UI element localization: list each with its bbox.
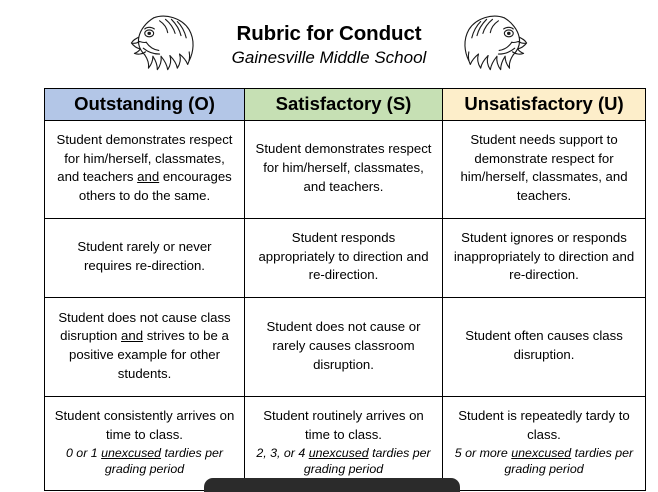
cell-text: Student consistently arrives on time to … (54, 408, 235, 442)
cell-text: Student does not cause or rarely causes … (266, 319, 421, 372)
cell-text: Student ignores or responds inappropriat… (453, 229, 635, 283)
cell-respect-outstanding: Student demonstrates respect for him/her… (44, 120, 245, 219)
cell-text-pre: Student does not cause class disruption (58, 309, 231, 344)
cell-tardies-outstanding: Student consistently arrives on time to … (44, 396, 245, 492)
cell-text: Student is repeatedly tardy to class. (458, 408, 630, 442)
subtext-post: tardies per grading period (504, 445, 634, 477)
subtext-post: tardies per grading period (104, 445, 224, 477)
table-row: Student demonstrates respect for him/her… (44, 120, 646, 219)
cell-text-post: encourages others to do the same. (78, 169, 232, 204)
cell-subtext: 2, 3, or 4 unexcused tardies per grading… (253, 445, 434, 479)
cell-text: Student responds appropriately to direct… (258, 229, 429, 283)
cell-subtext: 5 or more unexcused tardies per grading … (451, 445, 637, 479)
cell-text-underlined: and (137, 169, 160, 185)
cell-redirection-unsatisfactory: Student ignores or responds inappropriat… (442, 217, 646, 299)
cell-text: Student needs support to demonstrate res… (460, 132, 628, 204)
title-block: Rubric for Conduct Gainesville Middle Sc… (211, 16, 447, 71)
rubric-table: Outstanding (O) Satisfactory (S) Unsatis… (44, 88, 646, 492)
cell-disruption-satisfactory: Student does not cause or rarely causes … (244, 297, 443, 398)
eagle-head-icon (127, 4, 201, 82)
page-subtitle: Gainesville Middle School (231, 48, 427, 68)
cell-text: Student demonstrates respect for him/her… (255, 141, 432, 194)
subtext-pre: 5 or more (454, 445, 512, 460)
column-header-outstanding: Outstanding (O) (44, 88, 245, 121)
cell-tardies-satisfactory: Student routinely arrives on time to cla… (244, 396, 443, 492)
cell-tardies-unsatisfactory: Student is repeatedly tardy to class. 5 … (442, 396, 646, 492)
cell-text-underlined: and (121, 328, 144, 344)
cell-redirection-outstanding: Student rarely or never requires re-dire… (44, 217, 245, 299)
cell-text: Student often causes class disruption. (465, 328, 623, 363)
column-header-satisfactory: Satisfactory (S) (244, 88, 443, 121)
cell-text-post: strives to be a positive example for oth… (69, 328, 229, 381)
subtext-underlined: unexcused (511, 445, 572, 460)
cell-text: Student routinely arrives on time to cla… (263, 408, 424, 442)
subtext-underlined: unexcused (101, 445, 162, 460)
bottom-overlay-bar (204, 478, 460, 492)
cell-text-pre: Student demonstrates respect for him/her… (56, 132, 233, 185)
subtext-underlined: unexcused (308, 445, 369, 460)
cell-respect-satisfactory: Student demonstrates respect for him/her… (244, 120, 443, 219)
subtext-pre: 2, 3, or 4 (256, 445, 309, 460)
table-row: Student rarely or never requires re-dire… (44, 217, 646, 299)
cell-disruption-unsatisfactory: Student often causes class disruption. (442, 297, 646, 398)
cell-subtext: 0 or 1 unexcused tardies per grading per… (53, 445, 236, 479)
page-header: Rubric for Conduct Gainesville Middle Sc… (0, 0, 658, 86)
cell-redirection-satisfactory: Student responds appropriately to direct… (244, 217, 443, 299)
table-row: Student consistently arrives on time to … (44, 396, 646, 492)
subtext-pre: 0 or 1 (65, 445, 102, 460)
cell-disruption-outstanding: Student does not cause class disruption … (44, 297, 245, 398)
table-header-row: Outstanding (O) Satisfactory (S) Unsatis… (44, 88, 646, 121)
column-header-unsatisfactory: Unsatisfactory (U) (442, 88, 646, 121)
subtext-post: tardies per grading period (303, 445, 431, 477)
page-title: Rubric for Conduct (236, 21, 422, 45)
cell-respect-unsatisfactory: Student needs support to demonstrate res… (442, 120, 646, 219)
eagle-head-icon (457, 4, 531, 82)
table-row: Student does not cause class disruption … (44, 297, 646, 398)
cell-text: Student rarely or never requires re-dire… (77, 239, 212, 274)
